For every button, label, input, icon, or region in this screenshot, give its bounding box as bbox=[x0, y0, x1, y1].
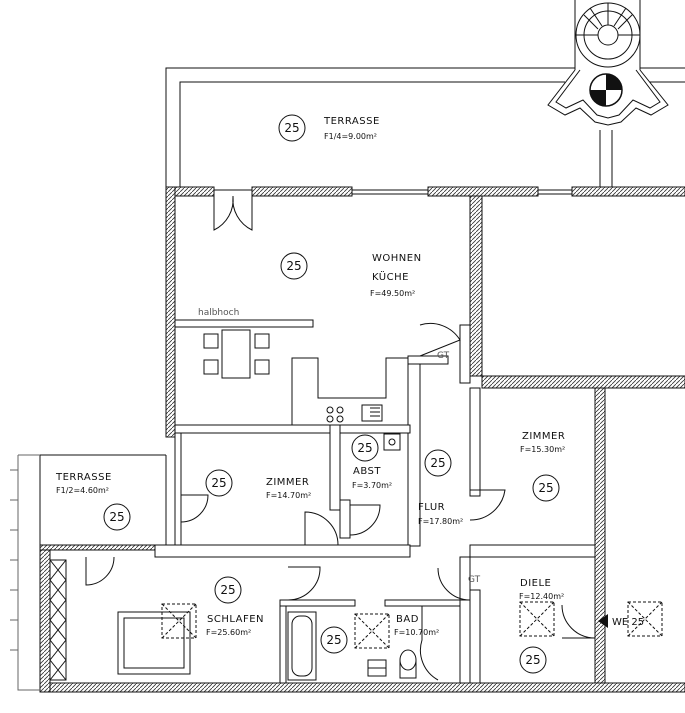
stair-landing bbox=[547, 69, 669, 126]
room-area-diele: F=12.40m² bbox=[519, 592, 564, 601]
room-area-zimmer-left: F=14.70m² bbox=[266, 491, 311, 500]
terrace-door bbox=[213, 195, 253, 231]
room-number-circle-terrasse-top bbox=[278, 114, 306, 142]
room-number-circle-zimmer-right bbox=[532, 474, 560, 502]
room-number-terrasse-top: 25 bbox=[284, 121, 299, 135]
room-number-circle-bad bbox=[320, 626, 348, 654]
sink-icon bbox=[361, 404, 383, 422]
room-area-flur: F=17.80m² bbox=[418, 517, 463, 526]
room-number-schlafen: 25 bbox=[220, 583, 235, 597]
entrance-arrow-icon bbox=[598, 614, 608, 628]
room-number-circle-diele bbox=[519, 646, 547, 674]
washbasin-icon bbox=[367, 659, 387, 677]
room-number-zimmer-left: 25 bbox=[211, 476, 226, 490]
gt-label-top: GT bbox=[437, 351, 450, 361]
entrance-label: WE 25 bbox=[612, 617, 644, 628]
room-name-schlafen: SCHLAFEN bbox=[207, 614, 264, 625]
windows-top bbox=[214, 189, 572, 195]
room-number-circle-wohnen bbox=[280, 252, 308, 280]
room-number-abst: 25 bbox=[357, 441, 372, 455]
room-area-terrasse-left: F1/2=4.60m² bbox=[56, 486, 109, 495]
room-area-schlafen: F=25.60m² bbox=[206, 628, 251, 637]
room-area-abst: F=3.70m² bbox=[352, 481, 392, 490]
half-wall-label: halbhoch bbox=[198, 308, 239, 318]
room-number-terrasse-left: 25 bbox=[109, 510, 124, 524]
room-number-circle-abst bbox=[351, 434, 379, 462]
room-name-bad: BAD bbox=[396, 614, 419, 625]
half-wall bbox=[174, 319, 314, 328]
terrace-left-outline bbox=[10, 454, 167, 691]
level-marker-icon bbox=[589, 73, 623, 107]
room-name-flur: FLUR bbox=[418, 502, 445, 513]
room-number-flur: 25 bbox=[430, 456, 445, 470]
room-number-bad: 25 bbox=[326, 633, 341, 647]
exterior-walls bbox=[39, 186, 685, 693]
room-number-circle-terrasse-left bbox=[103, 503, 131, 531]
utility-sink-icon bbox=[383, 433, 401, 451]
dining-table bbox=[203, 329, 270, 379]
toilet-icon bbox=[399, 649, 417, 679]
room-name-terrasse-left: TERRASSE bbox=[55, 472, 112, 483]
room-name-abst: ABST bbox=[353, 466, 381, 477]
room-name-diele: DIELE bbox=[520, 578, 551, 589]
room-number-diele: 25 bbox=[525, 653, 540, 667]
room-area-wohnen: F=49.50m² bbox=[370, 289, 415, 298]
room-name-zimmer-left: ZIMMER bbox=[266, 477, 309, 488]
stove-icon bbox=[326, 406, 344, 423]
terrace-top-outline bbox=[165, 67, 685, 190]
spiral-staircase bbox=[574, 0, 641, 70]
room-number-circle-flur bbox=[424, 449, 452, 477]
window-left bbox=[49, 559, 67, 681]
room-number-circle-zimmer-left bbox=[205, 469, 233, 497]
room-number-zimmer-right: 25 bbox=[538, 481, 553, 495]
room-number-wohnen: 25 bbox=[286, 259, 301, 273]
room-number-circle-schlafen bbox=[214, 576, 242, 604]
room-area-zimmer-right: F=15.30m² bbox=[520, 445, 565, 454]
storage-markers bbox=[161, 601, 663, 649]
room-name-kueche: KÜCHE bbox=[372, 270, 409, 283]
room-name-terrasse-top: TERRASSE bbox=[323, 116, 380, 127]
room-name-zimmer-right: ZIMMER bbox=[522, 431, 565, 442]
bathtub bbox=[287, 611, 317, 681]
room-area-bad: F=10.70m² bbox=[394, 628, 439, 637]
room-name-wohnen: WOHNEN bbox=[372, 253, 422, 264]
bed bbox=[117, 611, 191, 675]
interior-walls bbox=[154, 195, 685, 684]
doors bbox=[85, 322, 596, 681]
gt-label-bottom: GT bbox=[468, 575, 481, 585]
room-area-terrasse-top: F1/4=9.00m² bbox=[324, 132, 377, 141]
